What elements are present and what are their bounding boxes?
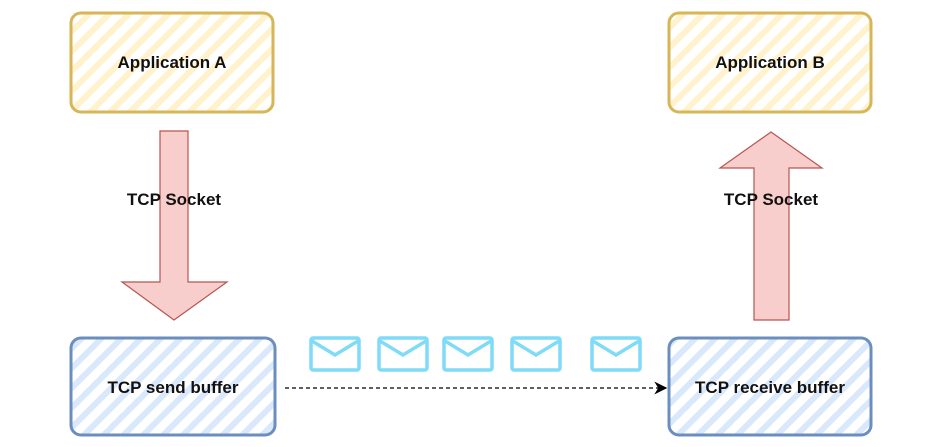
application-b-box[interactable] [667, 11, 873, 114]
envelope-icon [377, 336, 429, 372]
envelope-icon [590, 336, 642, 372]
tcp-receive-buffer-box[interactable] [667, 336, 873, 437]
envelope-icon [309, 336, 361, 372]
up-arrow-socket-b [718, 131, 824, 321]
application-a-box[interactable] [69, 11, 275, 114]
envelope-icon [442, 336, 494, 372]
envelope-icon [510, 336, 562, 372]
tcp-socket-b-label: TCP Socket [723, 190, 819, 209]
tcp-send-buffer-label: TCP send buffer [107, 378, 239, 397]
application-b-label: Application B [715, 53, 825, 72]
down-arrow-socket-a [120, 130, 229, 321]
tcp-receive-buffer-label: TCP receive buffer [695, 378, 845, 397]
tcp-socket-a-label: TCP Socket [126, 190, 222, 209]
application-a-label: Application A [117, 53, 227, 72]
tcp-send-buffer-box[interactable] [69, 336, 277, 437]
